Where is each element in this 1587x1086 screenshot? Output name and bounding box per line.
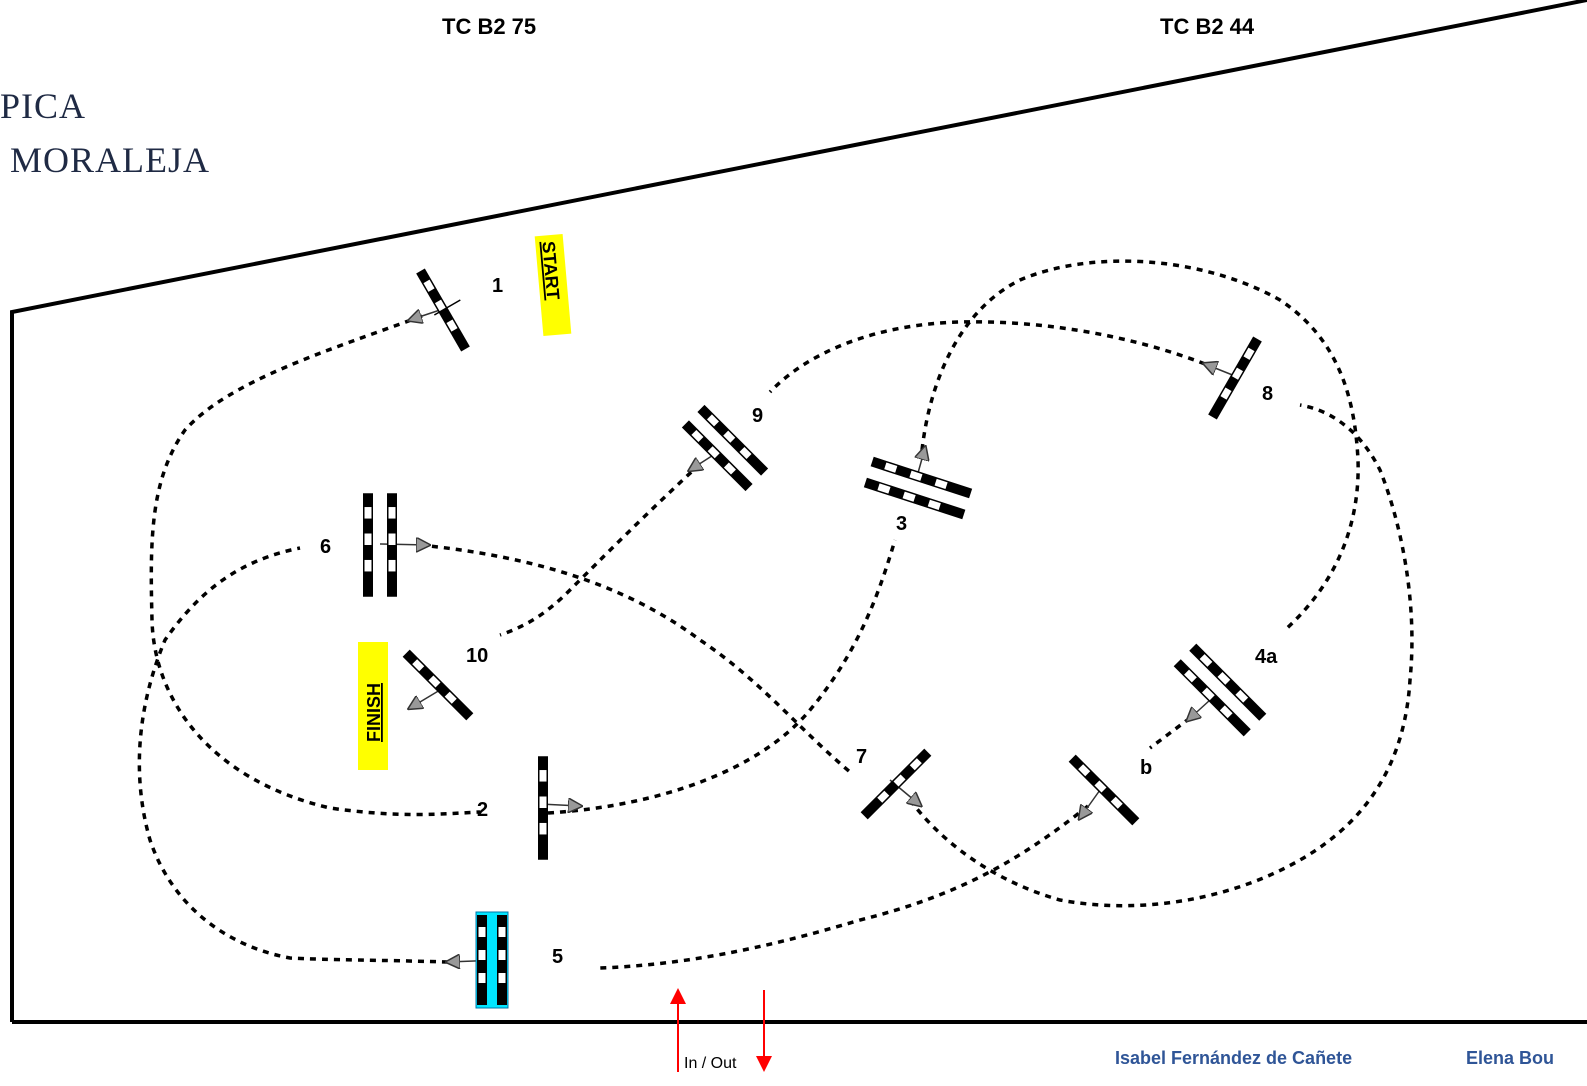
obstacle-5-label: 5 xyxy=(552,946,563,968)
obstacle-7-label: 7 xyxy=(856,746,867,768)
obstacle-10-label: 10 xyxy=(466,645,488,667)
header-left: TC B2 75 xyxy=(442,14,537,39)
designer-credit-1: Isabel Fernández de Cañete xyxy=(1115,1048,1353,1068)
obstacle-3 xyxy=(863,456,973,520)
logo-line1: PICA xyxy=(0,86,87,126)
obstacle-7 xyxy=(860,748,932,820)
obstacle-3-label: 3 xyxy=(896,513,907,535)
obstacle-4b-label: b xyxy=(1140,757,1152,779)
obstacle-5 xyxy=(475,911,509,1009)
obstacle-6-label: 6 xyxy=(320,536,331,558)
obstacle-9-label: 9 xyxy=(752,405,763,427)
in-out-arrows: In / Out xyxy=(670,988,772,1072)
finish-label: FINISH xyxy=(364,683,384,742)
obstacle-8-label: 8 xyxy=(1262,383,1273,405)
course-path xyxy=(137,259,1414,970)
in-out-label: In / Out xyxy=(684,1055,737,1072)
arena-outline xyxy=(10,0,1587,1022)
obstacle-1-label: 1 xyxy=(492,275,503,297)
obstacle-8 xyxy=(1208,336,1262,420)
obstacle-10 xyxy=(402,649,474,721)
logo-line2: MORALEJA xyxy=(10,140,211,180)
header-right: TC B2 44 xyxy=(1160,14,1255,39)
finish-tag: FINISH xyxy=(358,642,388,770)
obstacle-6 xyxy=(363,493,397,597)
designer-credit-2: Elena Bou xyxy=(1466,1048,1555,1068)
direction-arrows xyxy=(379,310,1241,962)
start-tag: START xyxy=(534,233,572,337)
obstacle-2-label: 2 xyxy=(477,799,488,821)
obstacle-4a-label: 4a xyxy=(1255,646,1278,668)
obstacle-2 xyxy=(538,756,548,860)
obstacle-1 xyxy=(416,268,470,352)
obstacle-4a xyxy=(1173,643,1267,737)
